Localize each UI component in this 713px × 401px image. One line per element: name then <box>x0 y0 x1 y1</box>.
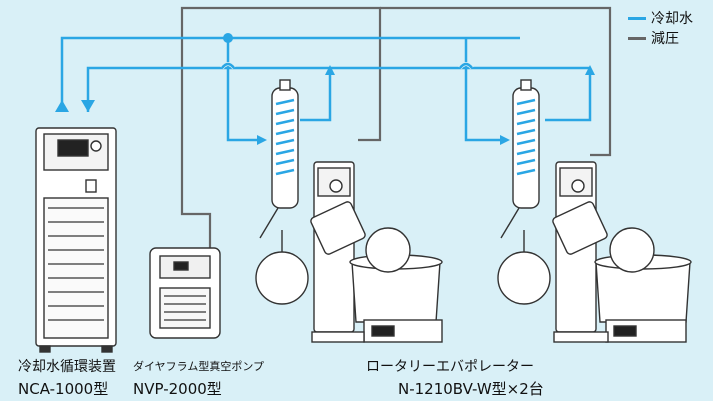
chiller-unit <box>35 127 117 353</box>
vacuum-line-to-evap2 <box>380 6 612 157</box>
chiller-inlet-arrow <box>81 100 95 112</box>
pump-name: ダイヤフラム型真空ポンプ <box>133 360 265 373</box>
evaporator-1 <box>255 79 443 343</box>
vacuum-lines <box>180 6 612 248</box>
cooling-lines <box>60 36 595 145</box>
pump-model: NVP-2000型 <box>133 380 222 398</box>
chiller-model: NCA-1000型 <box>18 380 109 398</box>
cooling-supply-header <box>60 36 520 112</box>
chiller-outlet-arrow <box>55 100 69 112</box>
evaporator-name: ロータリーエバポレーター <box>366 359 534 375</box>
evaporator-model: N-1210BV-W型×2台 <box>398 380 544 398</box>
cooling-return-evap2 <box>545 65 595 122</box>
legend-item-cooling: 冷却水 <box>628 8 693 28</box>
chiller-name: 冷却水循環装置 <box>18 359 116 375</box>
evaporator-2 <box>497 79 692 343</box>
legend-label-vacuum: 減圧 <box>651 31 679 47</box>
legend-swatch-cooling <box>628 16 646 20</box>
cooling-supply-evap1 <box>226 38 267 145</box>
vacuum-pump <box>149 247 221 339</box>
legend-swatch-vacuum <box>628 36 646 40</box>
cooling-return-evap1 <box>300 65 335 122</box>
cooling-return-header <box>86 66 590 112</box>
legend-label-cooling: 冷却水 <box>651 11 693 27</box>
vacuum-line-pump-to-evap1 <box>180 6 382 248</box>
legend: 冷却水 減圧 <box>628 8 693 48</box>
cooling-junction <box>223 33 233 43</box>
legend-item-vacuum: 減圧 <box>628 28 693 48</box>
cooling-supply-evap2 <box>464 38 510 145</box>
